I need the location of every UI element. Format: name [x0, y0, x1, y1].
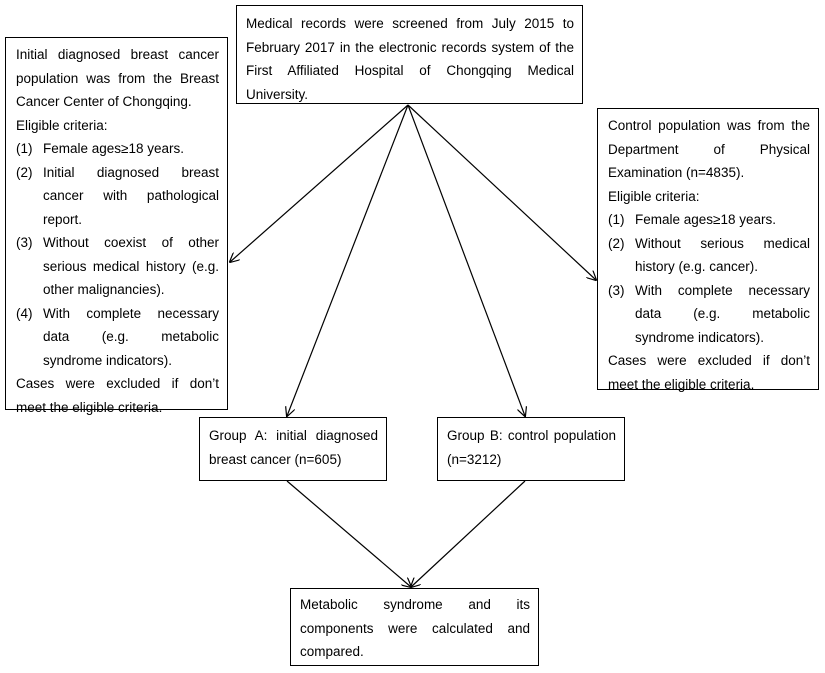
arrow-to-group-a: [287, 104, 409, 416]
arrow-to-left-box: [230, 104, 409, 262]
right-box-criteria-label: Eligible criteria:: [608, 188, 700, 204]
list-item: (2) Without serious medical history (e.g…: [608, 232, 810, 279]
top-box: Medical records were screened from July …: [236, 5, 583, 104]
right-box-intro: Control population was from the Departme…: [608, 118, 810, 180]
list-item-number: (2): [608, 235, 625, 251]
list-item: (3) With complete necessary data (e.g. m…: [608, 279, 810, 350]
group-b-text: Group B: control population (n=3212): [447, 428, 616, 467]
group-b-box: Group B: control population (n=3212): [437, 417, 625, 481]
list-item-number: (3): [16, 235, 33, 250]
arrow-b-to-bottom: [411, 480, 526, 587]
list-item: (4) With complete necessary data (e.g. m…: [16, 302, 219, 373]
list-item-text: Without serious medical history (e.g. ca…: [635, 235, 810, 275]
group-a-text: Group A: initial diagnosed breast cancer…: [209, 428, 378, 467]
arrow-to-right-box: [407, 104, 596, 280]
list-item-number: (1): [608, 212, 625, 227]
right-criteria-box: Control population was from the Departme…: [597, 108, 819, 392]
list-item-number: (4): [16, 305, 33, 321]
list-item: (1) Female ages≥18 years.: [608, 208, 810, 232]
list-item-number: (1): [16, 141, 33, 156]
list-item: (1) Female ages≥18 years.: [16, 137, 219, 161]
left-box-exclusion: Cases were excluded if don’t meet the el…: [16, 376, 219, 415]
group-a-box: Group A: initial diagnosed breast cancer…: [199, 417, 387, 481]
top-box-text: Medical records were screened from July …: [246, 16, 574, 102]
outcome-box: Metabolic syndrome and its components we…: [290, 588, 539, 666]
outcome-text: Metabolic syndrome and its components we…: [300, 597, 530, 659]
list-item-number: (3): [608, 282, 625, 298]
left-criteria-box: Initial diagnosed breast cancer populati…: [5, 37, 228, 415]
list-item-text: Female ages≥18 years.: [635, 212, 776, 227]
arrow-a-to-bottom: [286, 480, 411, 587]
list-item: (2) Initial diagnosed breast cancer with…: [16, 161, 219, 232]
arrow-to-group-b: [407, 104, 525, 416]
list-item: (3) Without coexist of other serious med…: [16, 231, 219, 302]
list-item-text: With complete necessary data (e.g. metab…: [43, 305, 219, 368]
list-item-number: (2): [16, 164, 33, 180]
list-item-text: Female ages≥18 years.: [43, 141, 184, 156]
left-box-criteria-label: Eligible criteria:: [16, 117, 108, 133]
left-box-intro: Initial diagnosed breast cancer populati…: [16, 47, 219, 109]
list-item-text: Without coexist of other serious medical…: [43, 235, 219, 297]
right-box-exclusion: Cases were excluded if don’t meet the el…: [608, 353, 810, 392]
list-item-text: With complete necessary data (e.g. metab…: [635, 282, 810, 345]
list-item-text: Initial diagnosed breast cancer with pat…: [43, 164, 219, 227]
